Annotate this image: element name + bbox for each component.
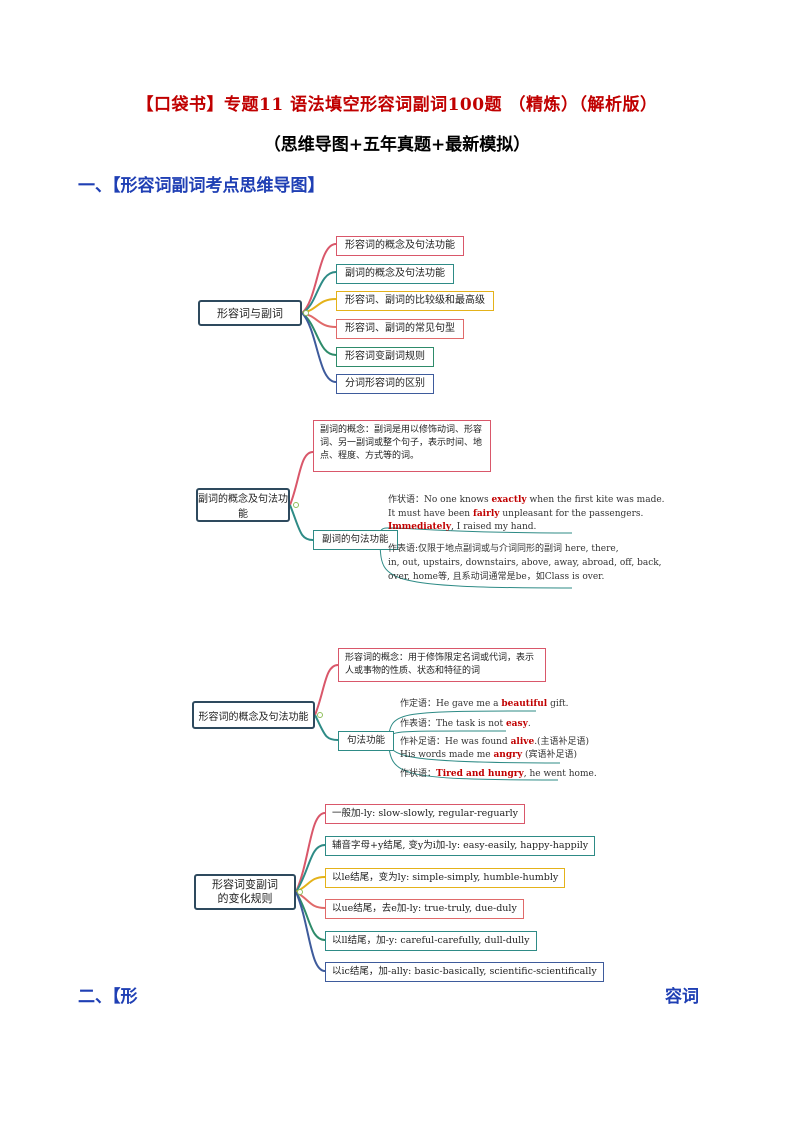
map4-rule-le: 以le结尾，变为ly: simple-simply, humble-humbly xyxy=(325,868,566,888)
map2-root: 副词的概念及句法功能 xyxy=(196,488,290,522)
section-heading-1: 一、【形容词副词考点思维导图】 xyxy=(78,176,325,196)
map2-predicative-line3: over, home等, 且系动词通常是be，如Class is over. xyxy=(388,572,605,582)
section-heading-2-start: 二、【形 xyxy=(78,987,138,1007)
map4-rule-ic: 以ic结尾，加-ally: basic-basically, scientifi… xyxy=(325,962,604,982)
map4-rule-consonant-y: 辅音字母+y结尾, 变y为i加-ly: easy-easily, happy-h… xyxy=(325,836,596,856)
map4-rule-ue: 以ue结尾，去e加-ly: true-truly, due-duly xyxy=(325,899,524,919)
map1-branch-adj-to-adv: 形容词变副词规则 xyxy=(336,347,434,367)
map2-predicative-line1: 作表语:仅限于地点副词或与介词同形的副词 here, there, xyxy=(388,544,619,554)
document-title: 【口袋书】专题11 语法填空形容词副词100题 （精炼）（解析版） xyxy=(136,95,658,115)
document-subtitle: （思维导图+五年真题+最新模拟） xyxy=(263,135,531,155)
map1-branch-comparison: 形容词、副词的比较级和最高级 xyxy=(336,291,494,311)
map2-adverbial-line1: 作状语：No one knows exactly when the first … xyxy=(388,495,665,505)
map1-branch-patterns: 形容词、副词的常见句型 xyxy=(336,319,464,339)
map4-root: 形容词变副词 的变化规则 xyxy=(194,874,296,910)
map4-rule-general: 一般加-ly: slow-slowly, regular-reguarly xyxy=(325,804,526,824)
map2-adverb-concept: 副词的概念：副词是用以修饰动词、形容词、另一副词或整个句子，表示时间、地点、程度… xyxy=(313,420,491,472)
map2-predicative-line2: in, out, upstairs, downstairs, above, aw… xyxy=(388,558,662,568)
map3-predicative: 作表语：The task is not easy. xyxy=(400,719,531,729)
map1-root: 形容词与副词 xyxy=(198,300,302,326)
map2-adverbial-line2: It must have been fairly unpleasant for … xyxy=(388,509,644,519)
map3-adj-concept: 形容词的概念：用于修饰限定名词或代词，表示人或事物的性质、状态和特征的词 xyxy=(338,648,546,682)
map3-root: 形容词的概念及句法功能 xyxy=(192,701,315,729)
map3-adverbial: 作状语：Tired and hungry, he went home. xyxy=(400,769,597,779)
map3-function-label: 句法功能 xyxy=(338,731,395,751)
map1-branch-participle: 分词形容词的区别 xyxy=(336,374,434,394)
map4-root-line1: 形容词变副词 xyxy=(212,878,278,891)
map1-branch-adv-concept: 副词的概念及句法功能 xyxy=(336,264,454,284)
map1-branch-adj-concept: 形容词的概念及句法功能 xyxy=(336,236,464,256)
map3-complement-2: His words made me angry (宾语补足语) xyxy=(400,750,577,760)
map2-function-label: 副词的句法功能 xyxy=(313,530,398,550)
map2-adverbial-line3: Immediately, I raised my hand. xyxy=(388,522,537,532)
section-heading-2-end: 容词 xyxy=(665,987,699,1007)
map3-complement-1: 作补足语：He was found alive.(主语补足语) xyxy=(400,737,590,747)
map3-attributive: 作定语：He gave me a beautiful gift. xyxy=(400,699,569,709)
map4-root-line2: 的变化规则 xyxy=(217,892,273,905)
map4-rule-ll: 以ll结尾，加-y: careful-carefully, dull-dully xyxy=(325,931,537,951)
